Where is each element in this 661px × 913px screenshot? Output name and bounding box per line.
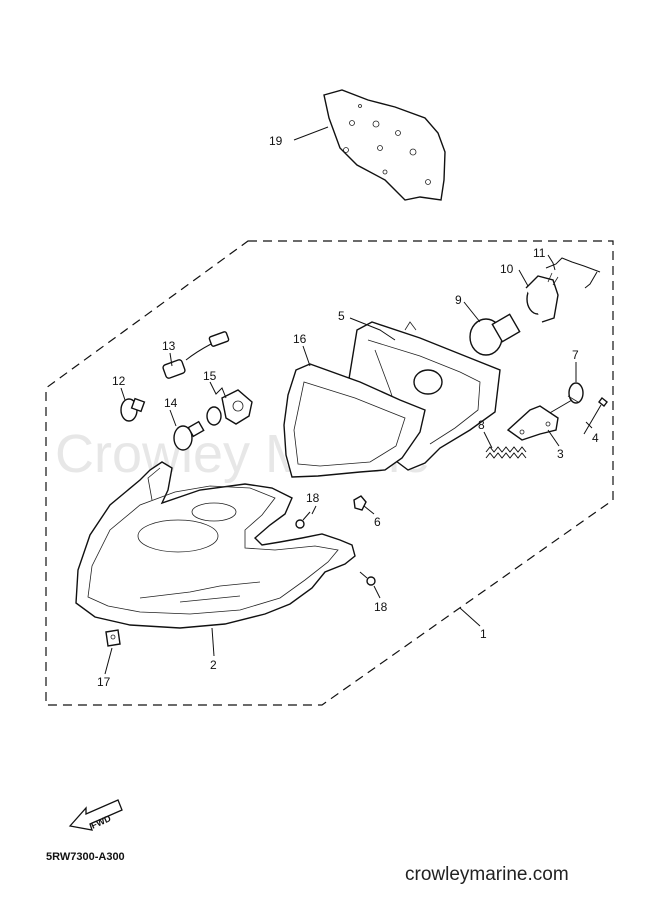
pilot-socket-part: [162, 331, 230, 379]
callout-7: 7: [572, 348, 579, 362]
assembly-boundary: [45, 240, 614, 706]
callout-1: 1: [480, 627, 487, 641]
callout-8: 8: [478, 418, 485, 432]
front-cover-part: [75, 461, 356, 629]
position-socket-part: [206, 389, 253, 426]
callout-4: 4: [592, 431, 599, 445]
callout-6: 6: [374, 515, 381, 529]
callout-12: 12: [112, 374, 126, 388]
spring-part: [485, 446, 527, 459]
leader-lines: [104, 126, 593, 675]
callout-labels: 19 11 10 9 5 16 13 12 15 14 7 8 4 3 18 6…: [97, 134, 599, 689]
callout-17: 17: [97, 675, 111, 689]
gasket-plate-part: [323, 89, 446, 201]
headlight-bezel-part: [283, 363, 426, 478]
callout-18-lower: 18: [374, 600, 388, 614]
position-bulb-part: [173, 420, 205, 451]
callout-16: 16: [293, 332, 307, 346]
headlight-bulb-part: [469, 313, 521, 356]
bulb-socket-part: [525, 272, 559, 323]
clip-part: [105, 629, 121, 647]
callout-13: 13: [162, 339, 176, 353]
fwd-arrow-icon: FWD: [68, 799, 123, 831]
callout-19: 19: [269, 134, 283, 148]
callout-2: 2: [210, 658, 217, 672]
callout-5: 5: [338, 309, 345, 323]
callout-14: 14: [164, 396, 178, 410]
callout-11: 11: [533, 246, 546, 260]
pilot-bulb-part: [120, 397, 146, 422]
bolt-part: [583, 397, 608, 435]
drawing-code: 5RW7300-A300: [46, 851, 125, 863]
callout-15: 15: [203, 369, 217, 383]
adjust-screw-part: [547, 382, 584, 415]
screw-part-b: [359, 571, 376, 586]
wire-harness-part: [545, 257, 601, 289]
callout-18-upper: 18: [306, 491, 320, 505]
screw-part-a: [295, 511, 311, 529]
callout-3: 3: [557, 447, 564, 461]
callout-9: 9: [455, 293, 462, 307]
callout-10: 10: [500, 262, 514, 276]
nut-part: [353, 495, 367, 511]
website-text: crowleymarine.com: [405, 864, 569, 885]
bracket-part: [506, 405, 559, 441]
